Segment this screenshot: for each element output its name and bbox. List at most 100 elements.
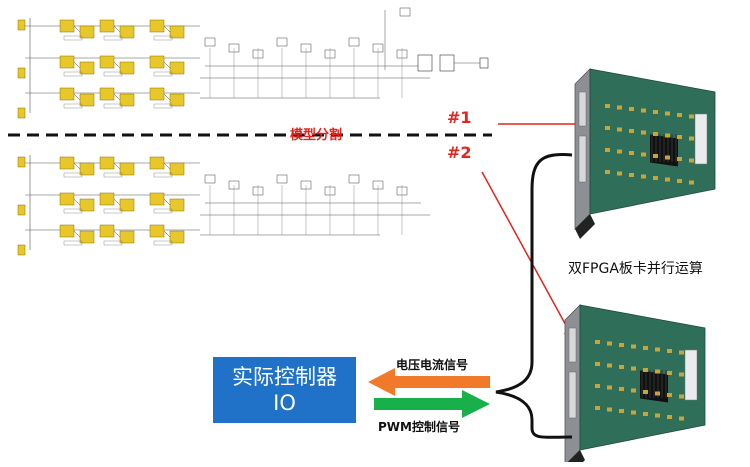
label-box: [63, 35, 83, 41]
source-block: [17, 67, 26, 79]
source-block: [17, 156, 26, 168]
pwm-arrow: [374, 390, 490, 418]
model-split-label: 模型分割: [290, 128, 343, 143]
source-block: [17, 244, 26, 256]
pwm-control-label: PWM控制信号: [378, 420, 460, 434]
transformer-block: [417, 54, 433, 72]
board-component: [679, 372, 684, 377]
wire: [163, 162, 171, 170]
board-component: [595, 384, 600, 388]
marker-2-label: #2: [447, 143, 472, 162]
simulink-schematic-bottom: [17, 155, 430, 256]
source-block: [17, 204, 26, 216]
board-component: [605, 126, 610, 130]
board-edge-connector: [684, 349, 698, 401]
board-edge-connector: [694, 113, 708, 165]
wire: [113, 230, 121, 238]
board-component: [667, 371, 672, 375]
hbridge-module: [59, 192, 75, 206]
label-box: [63, 172, 83, 178]
wire: [113, 198, 121, 206]
wire: [73, 162, 81, 170]
board-component: [607, 341, 612, 346]
voltage-current-label: 电压电流信号: [396, 358, 469, 372]
board-component: [653, 154, 658, 158]
hbridge-module: [149, 87, 165, 101]
board-component: [631, 366, 636, 371]
hbridge-module: [99, 19, 115, 33]
board-connector: [568, 327, 577, 363]
board-component: [679, 416, 684, 421]
board-component: [629, 151, 634, 155]
label-box: [103, 35, 123, 41]
label-box: [103, 172, 123, 178]
wire: [113, 162, 121, 170]
wire: [73, 230, 81, 238]
hbridge-module: [149, 192, 165, 206]
hbridge-module: [149, 55, 165, 69]
board-component: [689, 158, 694, 163]
wire: [163, 198, 171, 206]
board-component: [643, 390, 648, 394]
label-box: [103, 103, 123, 109]
board-component: [667, 393, 672, 397]
board-component: [643, 346, 648, 350]
hbridge-module: [59, 55, 75, 69]
wire: [73, 198, 81, 206]
board-component: [607, 363, 612, 368]
wire: [113, 25, 121, 33]
board-component: [641, 108, 646, 113]
marker-1-label: #1: [447, 108, 472, 127]
label-box: [103, 71, 123, 77]
board-component: [677, 179, 682, 183]
connection-brace: [495, 152, 573, 439]
board-component: [689, 114, 694, 119]
hbridge-module: [59, 19, 75, 33]
fpga-board-2: [564, 304, 706, 467]
board-component: [665, 133, 670, 138]
hbridge-module: [59, 87, 75, 101]
label-box: [153, 103, 173, 109]
board-component: [667, 349, 672, 353]
board-component: [653, 132, 658, 136]
board-component: [619, 409, 624, 413]
board-component: [607, 407, 612, 412]
board-component: [629, 129, 634, 133]
hbridge-module: [99, 55, 115, 69]
board-component: [655, 369, 660, 374]
hbridge-module: [149, 19, 165, 33]
board-component: [655, 391, 660, 396]
board-component: [619, 365, 624, 369]
board-component: [677, 157, 682, 161]
measure-block: [276, 37, 288, 47]
board-component: [595, 362, 600, 366]
fpga-board-1: [574, 68, 716, 239]
board-component: [617, 171, 622, 176]
measure-block: [399, 7, 411, 17]
board-component: [653, 110, 658, 114]
transformer-block: [439, 54, 455, 72]
board-component: [665, 111, 670, 116]
board-component: [655, 413, 660, 418]
board-component: [689, 136, 694, 141]
board-component: [667, 415, 672, 419]
board-component: [641, 174, 646, 179]
measure-block: [204, 37, 216, 47]
board-component: [605, 148, 610, 152]
label-box: [63, 103, 83, 109]
dual-fpga-label: 双FPGA板卡并行运算: [568, 261, 703, 277]
board-component: [605, 104, 610, 108]
board-component: [629, 107, 634, 111]
board-component: [617, 127, 622, 132]
hbridge-module: [149, 156, 165, 170]
board-component: [679, 394, 684, 399]
hbridge-module: [99, 156, 115, 170]
label-box: [63, 208, 83, 214]
label-box: [153, 172, 173, 178]
hbridge-module: [99, 192, 115, 206]
simulink-schematic-top: [17, 7, 489, 119]
wire: [163, 25, 171, 33]
label-box: [103, 240, 123, 246]
board-component: [643, 368, 648, 372]
